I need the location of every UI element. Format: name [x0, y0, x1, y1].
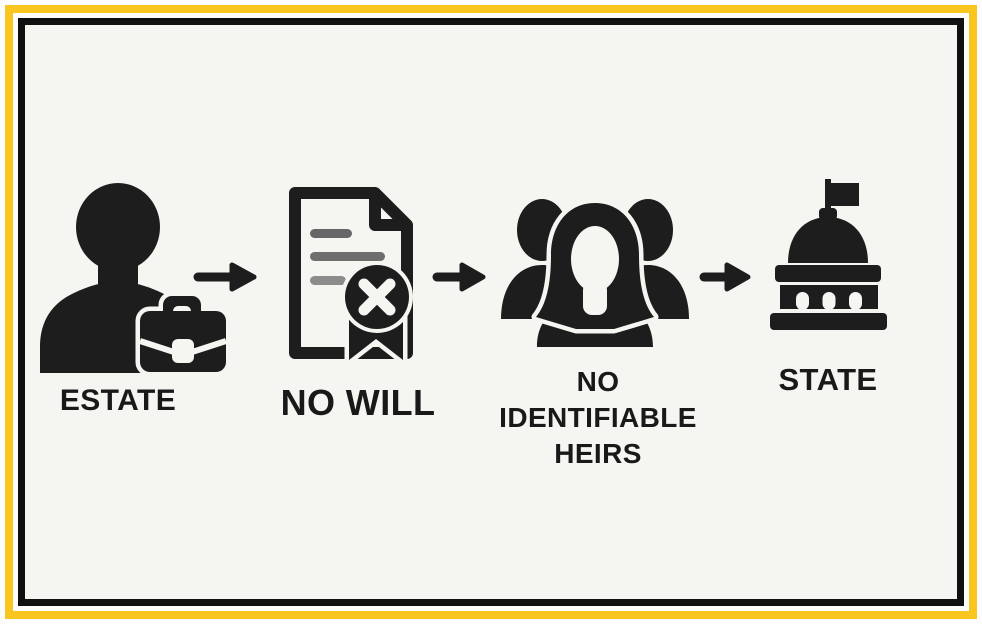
no-will-label: NO WILL: [280, 382, 436, 423]
estate-label: ESTATE: [59, 384, 177, 417]
arrow-right-icon: [193, 262, 257, 292]
document-with-x-seal-icon: [289, 187, 413, 365]
government-building-icon: [770, 179, 887, 330]
state-label: STATE: [778, 362, 878, 397]
no-identifiable-heirs-label: NO IDENTIFIABLE HEIRS: [499, 366, 697, 469]
arrow-right-icon: [699, 262, 751, 292]
group-of-people-icon: [501, 198, 689, 347]
arrow-right-icon: [432, 262, 486, 292]
outer-yellow-frame: [5, 5, 977, 619]
person-with-briefcase-icon: [40, 183, 231, 373]
